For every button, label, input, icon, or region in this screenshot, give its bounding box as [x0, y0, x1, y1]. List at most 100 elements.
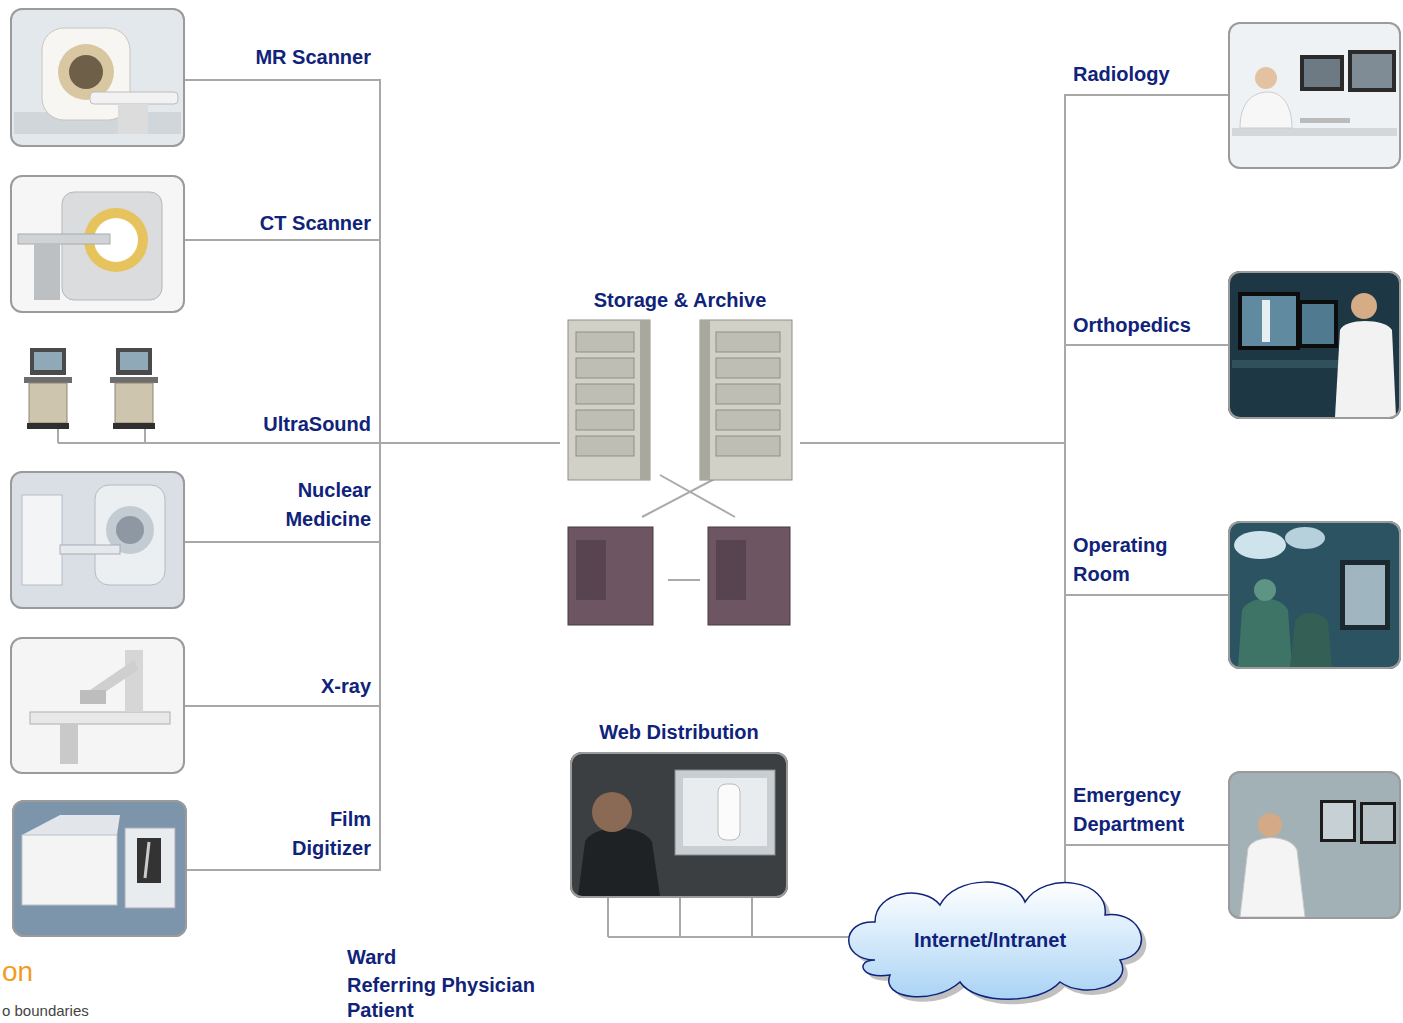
film	[137, 838, 161, 883]
screen	[1302, 304, 1334, 344]
modality-panel: Nuclear Medicine	[10, 471, 185, 609]
column	[125, 650, 143, 712]
server-box	[708, 527, 790, 625]
picture-ground	[1228, 22, 1401, 169]
storage-archive: Storage & Archive	[560, 285, 800, 630]
wire	[679, 898, 681, 937]
picture-ground	[10, 8, 185, 147]
logo-tagline: o boundaries	[2, 1002, 89, 1020]
film-image	[145, 842, 149, 878]
surgical-lamp	[1234, 531, 1286, 559]
user-label: Patient	[347, 998, 414, 1022]
picture-ground	[570, 752, 788, 898]
logo-text: on	[2, 956, 33, 988]
picture-ground	[12, 800, 187, 937]
desk	[1232, 360, 1342, 368]
node-label: Storage & Archive	[560, 288, 800, 312]
gantry	[95, 485, 165, 585]
picture-ground	[1228, 271, 1401, 419]
tube	[80, 690, 106, 704]
screen	[1304, 59, 1340, 87]
monitor	[30, 348, 66, 375]
monitor	[1340, 560, 1390, 630]
connector-line	[185, 240, 560, 443]
scanner-unit	[125, 828, 175, 908]
screen	[1323, 803, 1353, 839]
head	[1258, 813, 1282, 837]
x-ray-picture	[10, 637, 185, 774]
drive-bay	[576, 384, 634, 404]
connector-line	[185, 443, 560, 542]
node-label: Internet/Intranet	[914, 928, 1066, 952]
picture-ground	[1228, 521, 1401, 669]
screen	[1345, 565, 1385, 625]
surgeon	[1238, 599, 1292, 667]
surgical-lamp	[1285, 527, 1325, 549]
department-panel: Emergency Department	[1228, 771, 1401, 919]
drive-bay	[716, 384, 780, 404]
radiology-picture	[1228, 22, 1401, 169]
node-label: Web Distribution	[572, 720, 786, 744]
user-label: Ward	[347, 945, 396, 969]
web-distribution-panel: Web Distribution	[570, 752, 788, 898]
server-tower	[568, 320, 650, 480]
monitor	[1238, 292, 1300, 350]
monitor	[1348, 50, 1396, 92]
node-label: Film Digitizer	[271, 805, 371, 863]
connector-line	[185, 443, 560, 706]
surgeon	[1290, 613, 1332, 667]
vent	[716, 540, 746, 600]
link	[642, 475, 722, 517]
tower-side	[640, 320, 650, 480]
drive-bay	[576, 436, 634, 456]
picture-ground	[10, 471, 185, 609]
monitor	[1298, 300, 1338, 348]
screen	[1363, 805, 1393, 841]
node-label: Nuclear Medicine	[271, 476, 371, 534]
cabinet	[22, 495, 62, 585]
person	[1335, 321, 1396, 417]
pedestal	[34, 244, 60, 300]
nuclear-medicine-picture	[10, 471, 185, 609]
node-label: CT Scanner	[260, 211, 371, 235]
head	[592, 792, 632, 832]
table-base	[118, 104, 148, 134]
head	[1255, 67, 1277, 89]
node-label: Operating Room	[1073, 531, 1218, 589]
screen	[120, 352, 148, 370]
connector-line	[800, 95, 1228, 443]
server-box	[568, 527, 653, 625]
gantry	[42, 28, 130, 120]
drive-bay	[576, 332, 634, 352]
screen	[34, 352, 62, 370]
monitor	[116, 348, 152, 375]
orthopedics-picture	[1228, 271, 1401, 419]
connector-line	[800, 443, 1065, 890]
head	[1351, 293, 1377, 319]
ct-scanner-picture	[10, 175, 185, 313]
patient-table	[60, 545, 120, 554]
bore	[116, 516, 144, 544]
node-label: UltraSound	[263, 412, 371, 436]
modality-panel: UltraSound	[20, 340, 170, 443]
stand	[60, 724, 78, 764]
drive-bay	[716, 436, 780, 456]
node-label: MR Scanner	[255, 45, 371, 69]
drive-bay	[716, 332, 780, 352]
connector-line	[800, 443, 1228, 845]
person	[1240, 838, 1305, 917]
picture-ground	[1228, 771, 1401, 919]
server-tower	[700, 320, 792, 480]
patient-table	[18, 234, 110, 244]
screen	[1242, 296, 1296, 346]
bore-inner	[69, 55, 103, 89]
monitor	[675, 770, 775, 855]
cart	[115, 383, 153, 423]
monitor	[1320, 800, 1356, 842]
x-ray-image	[1262, 300, 1270, 342]
node-label: Emergency Department	[1073, 781, 1218, 839]
drive-bay	[576, 410, 634, 430]
gantry	[62, 192, 162, 300]
wheels	[27, 423, 69, 429]
